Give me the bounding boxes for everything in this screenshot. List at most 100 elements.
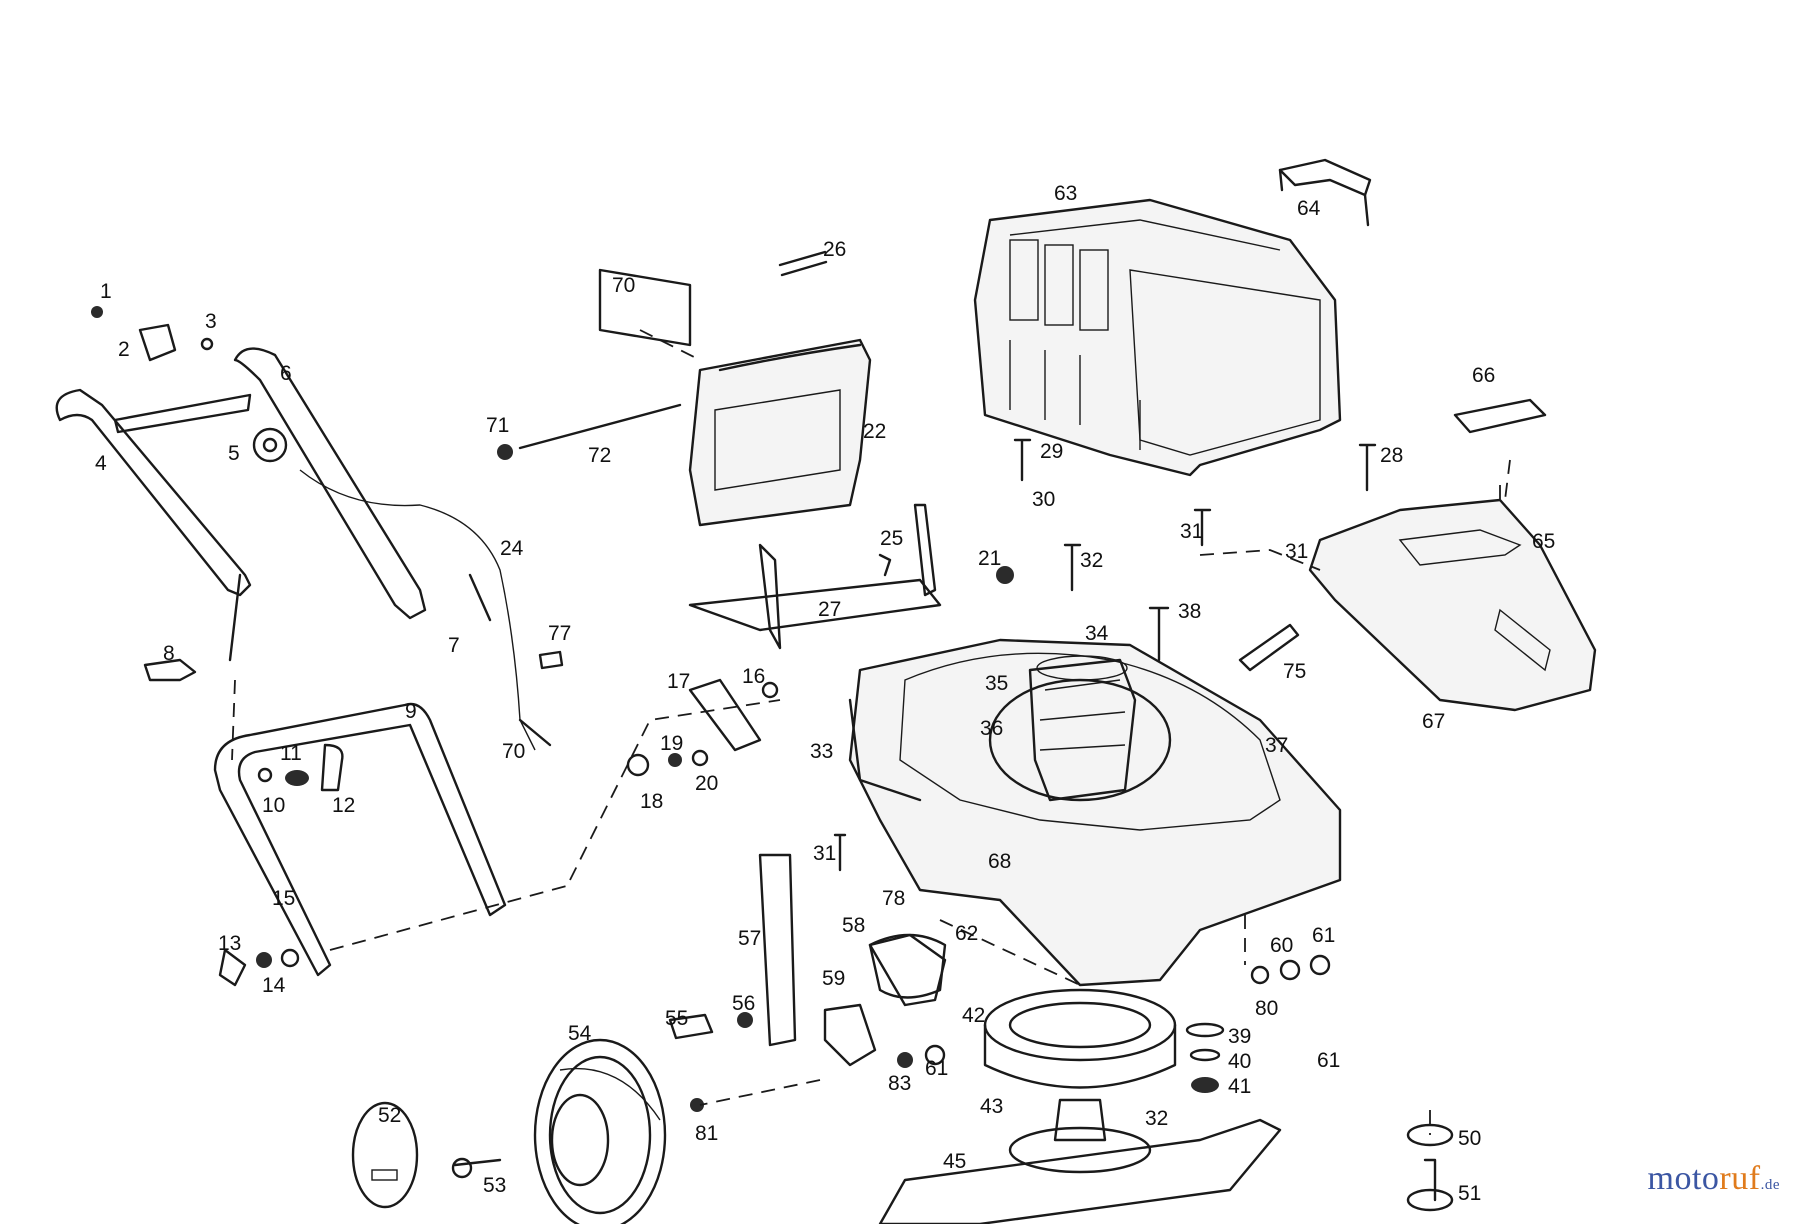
part-label-14: 14 [262,974,286,997]
part-label-27: 27 [818,598,841,621]
part-label-26: 26 [823,238,846,261]
blade-45 [878,1118,1282,1226]
part-label-4: 4 [95,452,107,475]
part-label-50: 50 [1458,1127,1481,1150]
part-label-40: 40 [1228,1050,1251,1073]
fan-42 [983,988,1177,1089]
part-label-24: 24 [500,537,524,560]
part-label-16: 16 [742,665,765,688]
part-label-29: 29 [1040,440,1063,463]
upper-handle [55,347,427,662]
motor-34 [1028,655,1137,802]
part-label-25: 25 [880,527,903,550]
part-label-42: 42 [962,1004,985,1027]
deflector-58 [868,933,947,999]
part-label-77: 77 [548,622,571,645]
part-label-2: 2 [118,338,130,361]
part-label-67: 67 [1422,710,1445,733]
part-label-32: 32 [1145,1107,1168,1130]
part-label-41: 41 [1228,1075,1251,1098]
part-label-9: 9 [405,700,417,723]
part-label-31: 31 [1285,540,1308,563]
part-label-54: 54 [568,1022,592,1045]
catcher-handle-64 [1278,158,1372,227]
part-label-56: 56 [732,992,755,1015]
part-label-72: 72 [588,444,611,467]
part-label-66: 66 [1472,364,1495,387]
part-label-38: 38 [1178,600,1201,623]
part-label-32: 32 [1080,549,1103,572]
hubcap-52 [351,1101,419,1209]
part-label-75: 75 [1283,660,1306,683]
axle-bolts [451,954,1331,1179]
part-label-17: 17 [667,670,690,693]
watermark-part3: .de [1760,1177,1780,1193]
wheel-54 [533,1038,667,1229]
deflector-plate-70 [598,268,692,347]
part-label-8: 8 [163,642,175,665]
part-label-70: 70 [502,740,525,763]
part-label-7: 7 [448,634,460,657]
axle-rod-72 [497,403,682,460]
part-label-18: 18 [640,790,663,813]
handle-clamp-parts [91,306,288,682]
part-label-60: 60 [1270,934,1293,957]
part-label-20: 20 [695,772,718,795]
part-label-34: 34 [1085,622,1109,645]
part-label-22: 22 [863,420,886,443]
deck-housing [848,638,1342,987]
part-label-58: 58 [842,914,865,937]
rear-cover-65 [1308,498,1597,712]
part-label-61: 61 [1317,1049,1340,1072]
part-label-31: 31 [1180,520,1203,543]
grass-catcher-63 [973,198,1342,477]
part-label-36: 36 [980,717,1003,740]
cable [299,469,552,751]
part-label-65: 65 [1532,530,1555,553]
part-label-35: 35 [985,672,1008,695]
part-label-31: 31 [813,842,836,865]
part-label-63: 63 [1054,182,1077,205]
part-label-19: 19 [660,732,683,755]
part-label-21: 21 [978,547,1001,570]
assembly-guide-lines [231,329,1511,1135]
part-label-52: 52 [378,1104,401,1127]
part-label-81: 81 [695,1122,718,1145]
watermark-part2: ruf [1719,1160,1761,1197]
rear-flap-22 [688,338,872,527]
washers-right [1185,1022,1454,1212]
part-label-70: 70 [612,274,635,297]
part-label-28: 28 [1380,444,1403,467]
part-label-37: 37 [1265,734,1288,757]
part-label-6: 6 [280,362,292,385]
part-label-64: 64 [1297,197,1321,220]
part-label-68: 68 [988,850,1011,873]
mounting-frame-27 [688,503,942,650]
cover-insert-66 [1453,398,1547,434]
part-label-57: 57 [738,927,761,950]
spring-26 [778,250,828,277]
part-label-45: 45 [943,1150,966,1173]
part-label-83: 83 [888,1072,911,1095]
part-label-61: 61 [1312,924,1335,947]
part-label-13: 13 [218,932,241,955]
part-label-61: 61 [925,1057,948,1080]
part-label-30: 30 [1032,488,1055,511]
part-label-80: 80 [1255,997,1278,1020]
part-label-43: 43 [980,1095,1003,1118]
part-label-62: 62 [955,922,978,945]
site-watermark: motoruf.de [1648,1160,1780,1198]
fasteners [833,438,1377,872]
part-label-53: 53 [483,1174,506,1197]
watermark-part1: moto [1647,1160,1720,1197]
part-label-51: 51 [1458,1182,1481,1205]
latch-75 [1238,623,1300,672]
part-label-55: 55 [665,1007,688,1030]
part-label-5: 5 [228,442,240,465]
part-label-33: 33 [810,740,833,763]
part-label-71: 71 [486,414,509,437]
part-label-3: 3 [205,310,217,333]
part-label-12: 12 [332,794,355,817]
